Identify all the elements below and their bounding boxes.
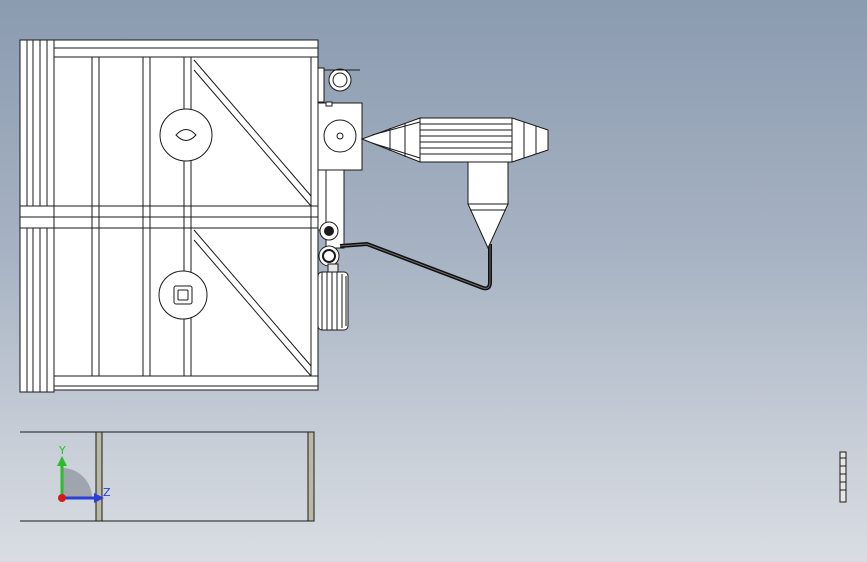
lower-view-post [307, 431, 315, 522]
outlet-cone [511, 117, 549, 163]
cone-line [371, 142, 421, 159]
hinge-pin [324, 226, 334, 236]
z-arrow-icon [94, 493, 104, 503]
lower-view[interactable] [20, 431, 315, 522]
x-axis-dot [58, 494, 66, 502]
right-assemblies[interactable] [317, 67, 363, 331]
roller-bracket [317, 67, 325, 103]
hopper-cone [467, 203, 509, 250]
diagonal-brace [193, 69, 312, 207]
bearing-cap [325, 101, 333, 107]
orientation-triad[interactable]: Y Z [57, 444, 111, 503]
y-axis-label: Y [58, 444, 66, 457]
diagonal-brace [193, 229, 312, 367]
arm-side [317, 169, 327, 231]
triad-plane [62, 468, 92, 498]
motor-mount [327, 263, 339, 273]
hinge-pin [322, 249, 336, 263]
small-edge-part[interactable] [839, 451, 847, 503]
hopper-box [467, 161, 509, 205]
z-axis-label: Z [103, 486, 111, 499]
hose-highlight [339, 243, 491, 289]
drum-body [419, 117, 513, 163]
main-housing[interactable] [19, 39, 319, 393]
lower-port-inner [177, 289, 189, 301]
diagonal-brace [193, 59, 312, 197]
upper-port-slot [175, 129, 197, 141]
diagonal-brace [193, 239, 312, 377]
bearing-hole [336, 132, 344, 140]
y-arrow-icon [57, 456, 67, 466]
cone-line [371, 121, 421, 136]
top-roller-inner [332, 72, 348, 88]
edge-part-body [839, 451, 847, 503]
lower-view-post [95, 431, 103, 522]
cyclone-unit[interactable] [360, 117, 549, 250]
